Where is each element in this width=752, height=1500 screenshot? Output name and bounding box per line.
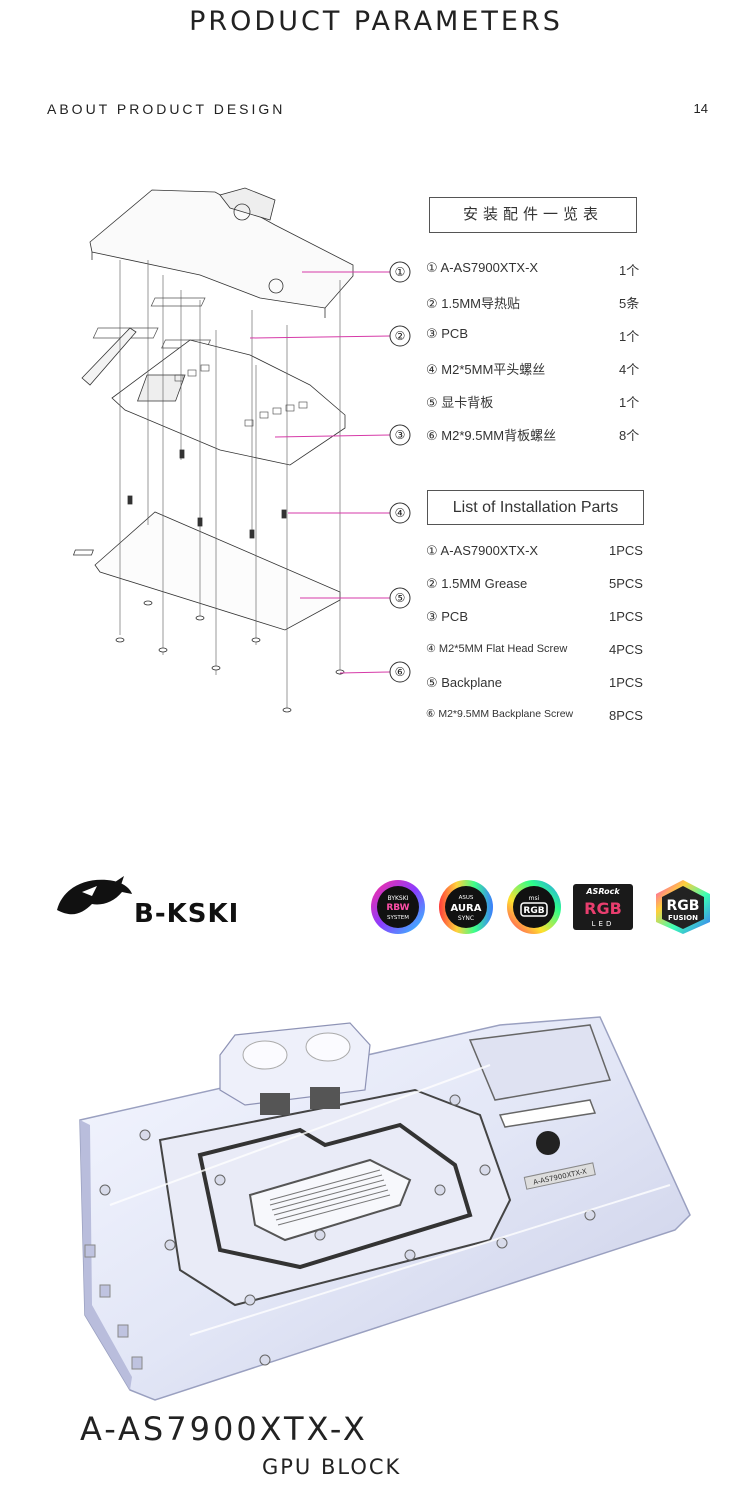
badge-text: RGB bbox=[584, 899, 622, 918]
part-name: ④ M2*5MM平头螺丝 bbox=[426, 362, 546, 377]
list-item: ④ M2*5MM平头螺丝 4个 bbox=[426, 357, 646, 390]
page-title: PRODUCT PARAMETERS bbox=[189, 6, 563, 37]
badge-text: BYKSKI bbox=[388, 895, 409, 902]
badge-text: RGB bbox=[667, 898, 700, 914]
list-item: ③ PCB 1PCS bbox=[426, 607, 646, 640]
part-name: ④ M2*5MM Flat Head Screw bbox=[426, 643, 568, 655]
parts-list-cn-title: 安装配件一览表 bbox=[429, 197, 637, 233]
exploded-assembly-diagram: ① ② ③ ④ ⑤ ⑥ bbox=[72, 187, 411, 713]
list-item: ② 1.5MM导热贴 5条 bbox=[426, 291, 646, 324]
part-qty: 8PCS bbox=[609, 708, 643, 723]
parts-list-cn: ① A-AS7900XTX-X 1个 ② 1.5MM导热贴 5条 ③ PCB 1个 ④… bbox=[426, 258, 646, 456]
parts-list-en-title: List of Installation Parts bbox=[427, 490, 644, 525]
list-item: ⑥ M2*9.5MM Backplane Screw 8PCS bbox=[426, 706, 646, 739]
badge-text: LED bbox=[592, 920, 615, 928]
part-name: ① A-AS7900XTX-X bbox=[426, 260, 539, 275]
callout-6-label: ⑥ bbox=[395, 665, 406, 679]
callout-1-label: ① bbox=[395, 265, 406, 279]
badge-text: ASUS bbox=[459, 895, 474, 901]
part-name: ② 1.5MM导热贴 bbox=[426, 296, 520, 311]
badge-text: FUSION bbox=[668, 914, 698, 922]
part-name: ⑥ M2*9.5MM Backplane Screw bbox=[426, 708, 574, 720]
part-qty: 5条 bbox=[619, 296, 640, 311]
gpu-water-block-image: A-AS7900XTX-X bbox=[79, 1016, 691, 1401]
list-item: ③ PCB 1个 bbox=[426, 324, 646, 357]
bykski-logo-icon: B-KSKI bbox=[57, 876, 239, 929]
asrock-rgb-led-badge-icon: ASRock RGB LED bbox=[573, 884, 633, 930]
part-name: ③ PCB bbox=[426, 326, 468, 341]
backplate-part bbox=[72, 511, 341, 631]
badge-text: msi bbox=[529, 895, 540, 902]
msi-rgb-badge-icon: msi RGB bbox=[507, 880, 561, 934]
part-qty: 1个 bbox=[619, 395, 640, 410]
badge-text: ASRock bbox=[585, 887, 620, 896]
part-name: ① A-AS7900XTX-X bbox=[426, 543, 539, 558]
rgb-fusion-badge-icon: RGB FUSION bbox=[656, 880, 710, 934]
bykski-rbw-sync-badge-icon: BYKSKI RBW SYSTEM bbox=[371, 880, 425, 934]
part-qty: 1个 bbox=[619, 263, 640, 278]
list-item: ⑥ M2*9.5MM背板螺丝 8个 bbox=[426, 423, 646, 456]
part-name: ② 1.5MM Grease bbox=[426, 576, 528, 591]
list-item: ① A-AS7900XTX-X 1个 bbox=[426, 258, 646, 291]
badge-text: RGB bbox=[523, 906, 544, 916]
parts-list-en: ① A-AS7900XTX-X 1PCS ② 1.5MM Grease 5PCS ③… bbox=[426, 541, 646, 739]
part-qty: 1PCS bbox=[609, 675, 643, 690]
list-item: ④ M2*5MM Flat Head Screw 4PCS bbox=[426, 640, 646, 673]
part-qty: 1个 bbox=[619, 329, 640, 344]
part-qty: 1PCS bbox=[609, 543, 643, 558]
callout-3-label: ③ bbox=[395, 428, 406, 442]
callout-2-label: ② bbox=[395, 329, 406, 343]
part-name: ③ PCB bbox=[426, 609, 468, 624]
badge-text: SYSTEM bbox=[387, 915, 409, 921]
brand-name: B-KSKI bbox=[134, 899, 239, 929]
part-qty: 8个 bbox=[619, 428, 640, 443]
product-type: GPU BLOCK bbox=[262, 1455, 402, 1479]
pcb-part bbox=[81, 327, 346, 466]
badge-text: RBW bbox=[386, 903, 409, 913]
list-item: ① A-AS7900XTX-X 1PCS bbox=[426, 541, 646, 574]
list-item: ② 1.5MM Grease 5PCS bbox=[426, 574, 646, 607]
badge-text: AURA bbox=[451, 903, 482, 914]
part-qty: 1PCS bbox=[609, 609, 643, 624]
screws-part bbox=[115, 449, 345, 713]
section-label: ABOUT PRODUCT DESIGN bbox=[47, 101, 286, 117]
list-item: ⑤ Backplane 1PCS bbox=[426, 673, 646, 706]
part-name: ⑤ 显卡背板 bbox=[426, 395, 494, 410]
part-qty: 5PCS bbox=[609, 576, 643, 591]
part-qty: 4个 bbox=[619, 362, 640, 377]
part-name: ⑤ Backplane bbox=[426, 675, 502, 690]
water-block-part bbox=[89, 187, 354, 318]
callout-5-label: ⑤ bbox=[395, 591, 406, 605]
page-number: 14 bbox=[693, 101, 708, 116]
callout-4-label: ④ bbox=[395, 506, 406, 520]
badge-text: SYNC bbox=[458, 915, 474, 922]
list-item: ⑤ 显卡背板 1个 bbox=[426, 390, 646, 423]
part-name: ⑥ M2*9.5MM背板螺丝 bbox=[426, 428, 557, 443]
part-qty: 4PCS bbox=[609, 642, 643, 657]
product-model-name: A-AS7900XTX-X bbox=[80, 1410, 368, 1448]
asus-aura-sync-badge-icon: ASUS AURA SYNC bbox=[439, 880, 493, 934]
